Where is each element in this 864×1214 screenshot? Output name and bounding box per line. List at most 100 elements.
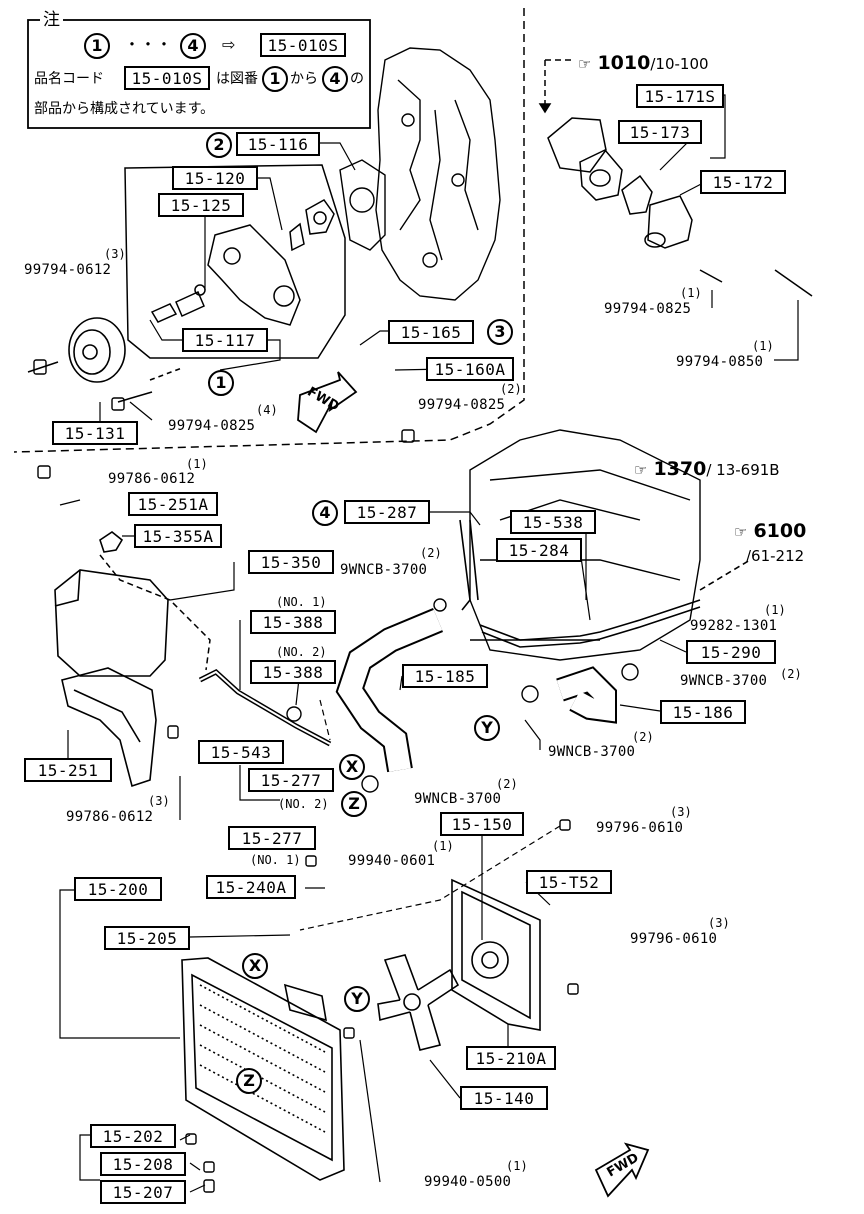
part-99940-0500[interactable]: 99940-0500 [424,1174,512,1190]
part-99794-0612[interactable]: 99794-0612 [24,262,112,278]
pipe-no2-tag: (NO. 2) [278,797,329,811]
engine-upper-outline [339,47,501,301]
note-inline-circle-from: 1 [262,66,288,92]
ref-1010[interactable]: ☞1010/10-100 [578,52,709,75]
label-15-120[interactable]: 15-120 [172,166,258,190]
qty-9wncb-3700-b: (2) [780,667,802,681]
note-circle-to: 4 [180,33,206,59]
label-15-240a[interactable]: 15-240A [206,875,296,899]
fan-shroud [451,878,541,1031]
circle-3: 3 [487,319,513,345]
part-99794-0825-a[interactable]: 99794-0825 [604,301,692,317]
circle-4: 4 [312,500,338,526]
qty-99794-0825-b: (2) [500,382,522,396]
label-15-205[interactable]: 15-205 [104,926,190,950]
label-15-160a[interactable]: 15-160A [426,357,514,381]
ref-1370[interactable]: ☞1370/ 13-691B [634,458,780,481]
note-box [27,19,371,129]
label-15-185[interactable]: 15-185 [402,664,488,688]
thermostat-group [538,59,813,297]
label-15-150[interactable]: 15-150 [440,812,524,836]
circle-2: 2 [206,132,232,158]
label-15-131[interactable]: 15-131 [52,421,138,445]
finger-pointer-icon: ☞ [634,461,648,479]
label-15-538[interactable]: 15-538 [510,510,596,534]
ref-1370-main: 1370 [653,458,707,480]
label-15-202[interactable]: 15-202 [90,1124,176,1148]
note-inline-circle-to: 4 [322,66,348,92]
label-15-287[interactable]: 15-287 [344,500,430,524]
label-15-171s[interactable]: 15-171S [636,84,724,108]
label-15-355a[interactable]: 15-355A [134,524,222,548]
finger-pointer-icon: ☞ [578,55,592,73]
section-dividers [13,8,525,453]
coolant-reserve-tank [54,531,169,677]
ref-6100[interactable]: ☞6100 [734,520,806,543]
pulley [27,317,183,403]
fasteners [33,359,639,1193]
label-15-208[interactable]: 15-208 [100,1152,186,1176]
part-99786-0612-b[interactable]: 99786-0612 [66,809,154,825]
circle-x-radiator: X [242,953,268,979]
part-99796-0610-b[interactable]: 99796-0610 [630,931,718,947]
part-9wncb-3700-a[interactable]: 9WNCB-3700 [340,562,428,578]
label-15-543[interactable]: 15-543 [198,740,284,764]
label-15-350[interactable]: 15-350 [248,550,334,574]
label-15-165[interactable]: 15-165 [388,320,474,344]
label-15-186[interactable]: 15-186 [660,700,746,724]
qty-9wncb-3700-c: (2) [632,730,654,744]
label-15-172[interactable]: 15-172 [700,170,786,194]
note-dots: ・・・ [124,35,173,54]
label-15-277-no1[interactable]: 15-277 [228,826,316,850]
hose-clip-no2-tag: (NO. 2) [276,645,327,659]
part-99786-0612-a[interactable]: 99786-0612 [108,471,196,487]
tank-bracket [61,667,157,788]
label-15-388-no1[interactable]: 15-388 [250,610,336,634]
cooling-fan [377,954,460,1051]
water-pipes [459,519,751,648]
label-15-117[interactable]: 15-117 [182,328,268,352]
qty-99794-0850: (1) [752,339,774,353]
part-99794-0825-b[interactable]: 99794-0825 [418,397,506,413]
qty-99794-0825-c: (4) [256,403,278,417]
part-99940-0601[interactable]: 99940-0601 [348,853,436,869]
label-15-388-no2[interactable]: 15-388 [250,660,336,684]
label-15-251a[interactable]: 15-251A [128,492,218,516]
qty-99786-0612-b: (3) [148,794,170,808]
water-pump-group [124,164,346,359]
label-15-277-no2[interactable]: 15-277 [248,768,334,792]
qty-9wncb-3700-d: (2) [496,777,518,791]
part-99794-0825-c[interactable]: 99794-0825 [168,418,256,434]
note-text-post: の [350,71,364,87]
part-99794-0850[interactable]: 99794-0850 [676,354,764,370]
part-9wncb-3700-b[interactable]: 9WNCB-3700 [680,673,768,689]
label-15-t52[interactable]: 15-T52 [526,870,612,894]
qty-99940-0500: (1) [506,1159,528,1173]
label-15-173[interactable]: 15-173 [618,120,702,144]
qty-99940-0601: (1) [432,839,454,853]
label-15-290[interactable]: 15-290 [686,640,776,664]
note-text-kara: から [290,71,318,87]
circle-y-hose: Y [474,715,500,741]
label-15-251[interactable]: 15-251 [24,758,112,782]
finger-pointer-icon: ☞ [734,523,748,541]
note-text-mid: は図番 [216,71,258,87]
label-15-140[interactable]: 15-140 [460,1086,548,1110]
circle-1: 1 [208,370,234,396]
label-15-284[interactable]: 15-284 [496,538,582,562]
label-15-200[interactable]: 15-200 [74,877,162,901]
label-15-116[interactable]: 15-116 [236,132,320,156]
note-set-code: 15-010S [260,33,346,57]
qty-99282-1301: (1) [764,603,786,617]
part-9wncb-3700-d[interactable]: 9WNCB-3700 [414,791,502,807]
part-99282-1301[interactable]: 99282-1301 [690,618,778,634]
circle-x-hose: X [339,754,365,780]
label-15-207[interactable]: 15-207 [100,1180,186,1204]
label-15-125[interactable]: 15-125 [158,193,244,217]
part-99796-0610-a[interactable]: 99796-0610 [596,820,684,836]
label-15-210a[interactable]: 15-210A [466,1046,556,1070]
part-9wncb-3700-c[interactable]: 9WNCB-3700 [548,744,636,760]
circle-z-hose: Z [341,791,367,817]
upper-radiator-hose [335,608,443,773]
